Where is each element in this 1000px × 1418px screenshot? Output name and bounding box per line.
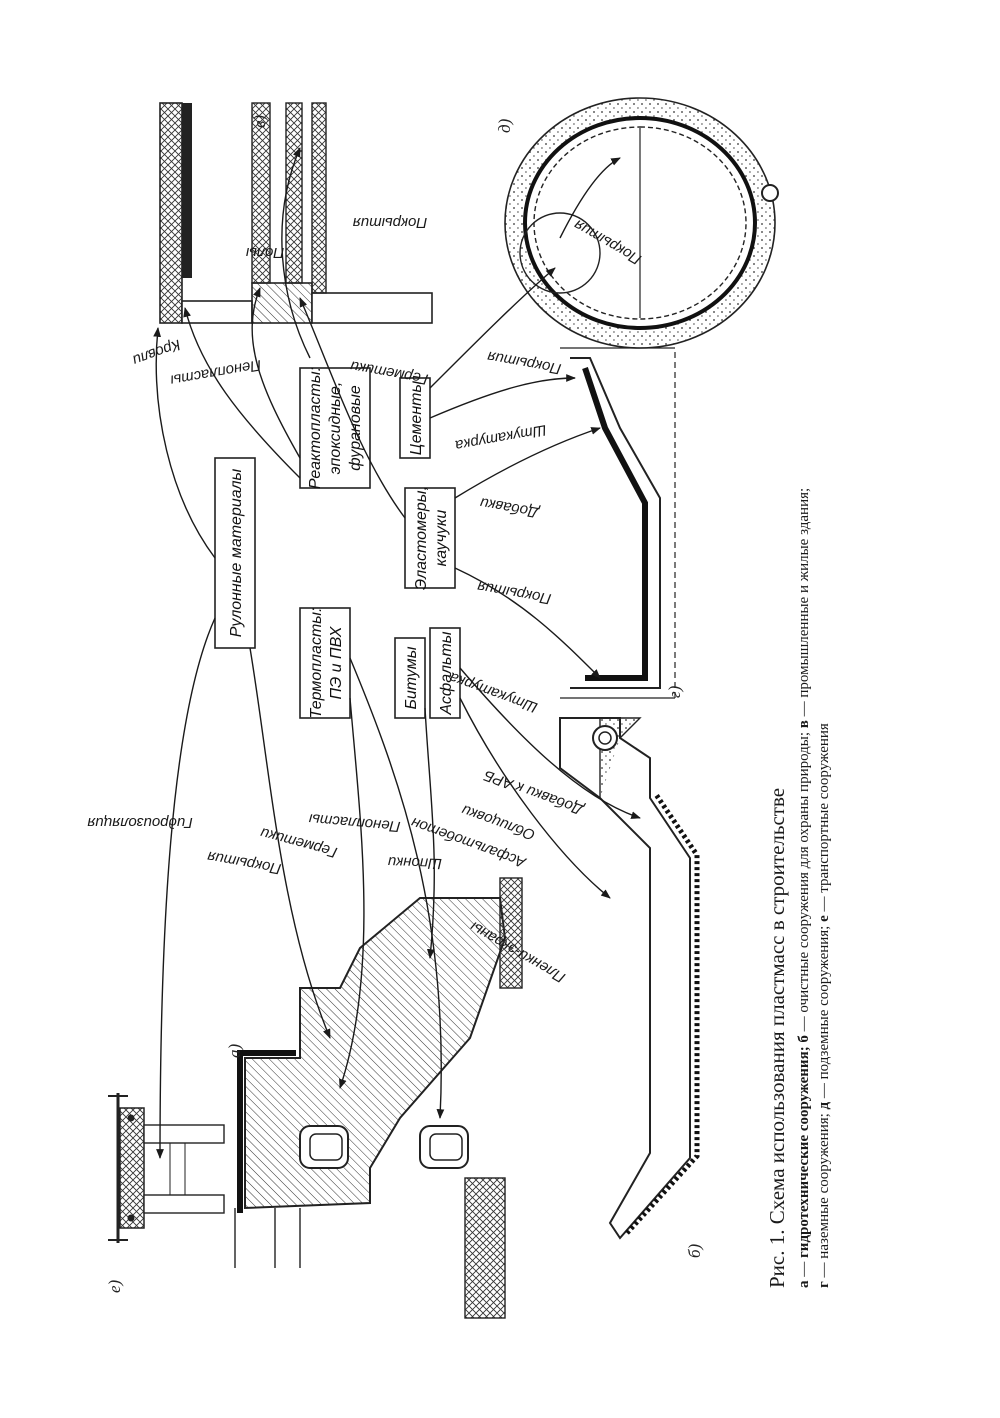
legend-text-v: промышленные и жилые здания; bbox=[796, 487, 812, 698]
reactoplasts-label-2: эпоксидные, bbox=[327, 382, 344, 475]
legend-key-v: в bbox=[796, 720, 812, 729]
sublabel-g: г) bbox=[665, 685, 684, 698]
sublabel-d: д) bbox=[495, 118, 514, 133]
sublabel-e: е) bbox=[105, 1279, 124, 1293]
reactoplasts-label-1: Реактопласты: bbox=[307, 367, 324, 489]
elastomers-label-2: каучуки bbox=[433, 510, 450, 567]
label-pokrytiya-3: Покрытия bbox=[486, 348, 562, 378]
label-pokrytiya-1: Покрытия bbox=[206, 848, 282, 878]
sublabel-b: б) bbox=[685, 1243, 704, 1258]
structure-g-ground bbox=[560, 347, 676, 699]
structure-d-tunnel bbox=[504, 97, 779, 349]
box-elastomers: Эластомеры, каучуки bbox=[404, 486, 456, 590]
legend-text-b: очистные сооружения для охраны природы; bbox=[796, 731, 812, 1013]
box-asphalt: Асфальты bbox=[429, 627, 461, 719]
label-penoplasty-1: Пенопласты bbox=[308, 810, 401, 835]
label-shtukaturka-1: Штукатурка bbox=[447, 668, 540, 716]
box-thermoplasts: Термопласты: ПЭ и ПВХ bbox=[299, 607, 351, 719]
legend-text-a: гидротехнические сооружения; bbox=[796, 1046, 812, 1258]
cements-label: Цементы bbox=[408, 381, 425, 456]
figure-caption: Рис. 1. Схема использования пластмасс в … bbox=[765, 108, 834, 1288]
legend-text-d: подземные сооружения; bbox=[816, 925, 832, 1080]
bitumen-label: Битумы bbox=[403, 646, 420, 709]
label-gidroizolyatsiya: Гидроизоляция bbox=[87, 814, 192, 831]
structure-v-building bbox=[159, 102, 433, 324]
legend-key-a: а bbox=[796, 1280, 812, 1289]
sublabel-a: а) bbox=[225, 1044, 244, 1059]
thermoplasts-label-1: Термопласты: bbox=[308, 608, 325, 719]
legend-key-e: е bbox=[816, 915, 832, 922]
label-dobavki-arb: Добавки к АРБ bbox=[481, 766, 587, 818]
arrows bbox=[153, 147, 641, 1159]
subfigure-labels: а) б) в) г) д) е) bbox=[105, 115, 704, 1293]
legend-key-g: г bbox=[816, 1281, 832, 1288]
rolled-materials-label: Рулонные материалы bbox=[228, 469, 245, 638]
label-penoplasty-2: Пенопласты bbox=[169, 356, 262, 389]
box-rolled-materials: Рулонные материалы bbox=[214, 457, 256, 649]
legend-key-d: д bbox=[816, 1101, 832, 1110]
sublabel-v: в) bbox=[250, 115, 269, 128]
figure-legend-line-1: а — гидротехнические сооружения; б — очи… bbox=[796, 487, 812, 1289]
label-shtukaturka-2: Штукатурка bbox=[454, 421, 548, 454]
asphalt-label: Асфальты bbox=[438, 631, 455, 715]
structure-a-dam bbox=[234, 877, 523, 1319]
label-shponki: Шпонки bbox=[387, 853, 442, 872]
label-dobavki: Добавки bbox=[478, 494, 542, 521]
figure-title: Рис. 1. Схема использования пластмасс в … bbox=[765, 787, 789, 1288]
box-cements: Цементы bbox=[399, 377, 431, 459]
legend-text-e: транспортные сооружения bbox=[816, 723, 832, 893]
structure-b-channel bbox=[559, 717, 700, 1240]
elastomers-label-1: Эластомеры, bbox=[413, 486, 430, 590]
structure-e-bridge bbox=[108, 1093, 225, 1243]
box-reactoplasts: Реактопласты: эпоксидные, фурановые bbox=[299, 367, 371, 489]
legend-text-g: наземные сооружения; bbox=[816, 1113, 832, 1259]
thermoplasts-label-2: ПЭ и ПВХ bbox=[328, 625, 345, 699]
label-pokrytiya-4: Покрытия bbox=[353, 214, 428, 231]
box-bitumen: Битумы bbox=[394, 637, 426, 719]
figure-legend-line-2: г — наземные сооружения; д — подземные с… bbox=[816, 723, 832, 1288]
label-poly: Полы bbox=[246, 244, 284, 261]
connector-labels: Гидроизоляция Покрытия Герметики Пенопла… bbox=[87, 214, 644, 986]
reactoplasts-label-3: фурановые bbox=[347, 385, 364, 471]
legend-key-b: б bbox=[796, 1035, 812, 1043]
